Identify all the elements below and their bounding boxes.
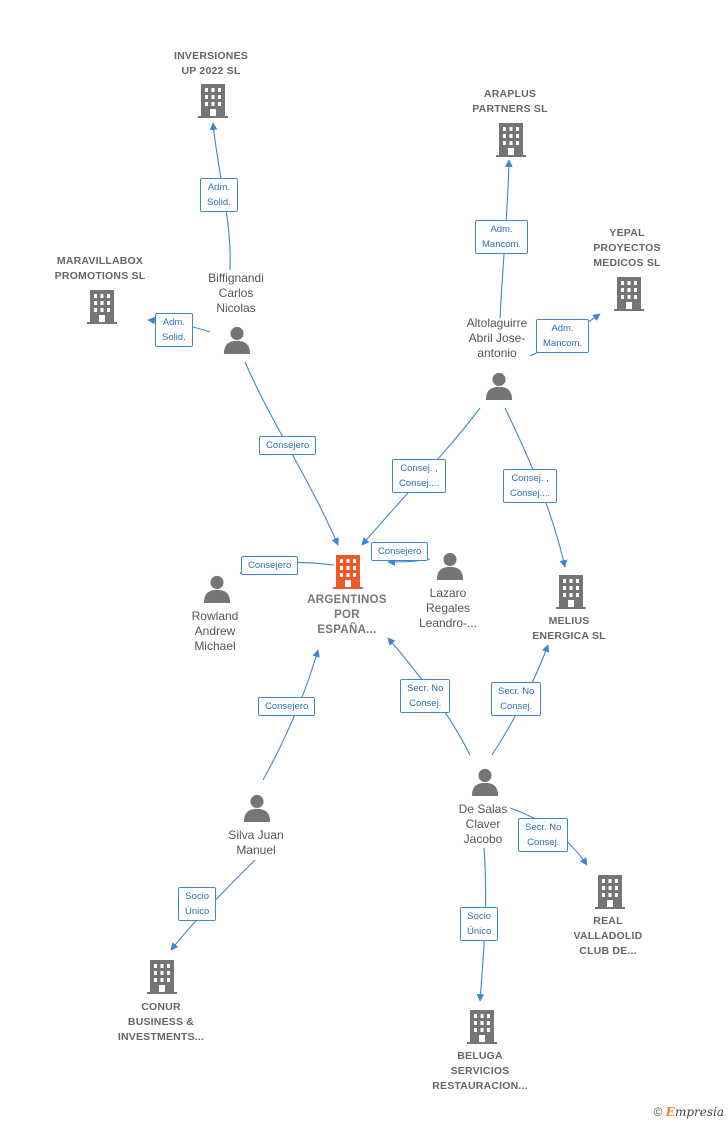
copyright-symbol: © [653, 1105, 663, 1119]
relation-label-silva-conur[interactable]: Socio Único [178, 887, 217, 921]
company-label-real[interactable]: REAL VALLADOLID CLUB DE... [573, 915, 643, 957]
company-label-maravilla[interactable]: MARAVILLABOX PROMOTIONS SL [54, 255, 146, 282]
person-label-silva[interactable]: Silva Juan Manuel [228, 828, 284, 857]
logo-text: mpresia [674, 1105, 724, 1119]
building-icon-real[interactable] [595, 875, 625, 909]
building-icon-beluga[interactable] [467, 1010, 497, 1044]
company-label-melius[interactable]: MELIUS ENERGICA SL [532, 615, 606, 642]
relation-label-altola-araplus[interactable]: Adm. Mancom. [475, 220, 529, 254]
company-label-beluga[interactable]: BELUGA SERVICIOS RESTAURACION... [432, 1050, 528, 1092]
relation-label-altola-yepal[interactable]: Adm. Mancom. [536, 319, 590, 353]
person-label-lazaro[interactable]: Lazaro Regales Leandro-... [418, 586, 478, 630]
person-label-biffi[interactable]: Biffignandi Carlos Nicolas [208, 271, 264, 315]
person-icon-silva[interactable] [243, 794, 271, 822]
building-icon-araplus[interactable] [496, 123, 526, 157]
person-icon-rowland[interactable] [203, 575, 231, 603]
relation-label-desalas-melius[interactable]: Secr. No Consej. [491, 682, 542, 716]
empresia-logo: © Empresia [654, 1105, 724, 1119]
company-label-araplus[interactable]: ARAPLUS PARTNERS SL [472, 88, 548, 115]
logo-initial: E [665, 1105, 675, 1119]
relation-label-altola-melius[interactable]: Consej. , Consej.... [503, 469, 558, 503]
building-icon-maravilla[interactable] [87, 290, 117, 324]
person-label-altola[interactable]: Altolaguirre Abril Jose- antonio [466, 316, 528, 360]
main-company-label[interactable]: ARGENTINOS POR ESPAÑA... [307, 594, 387, 636]
relation-label-biffi-main[interactable]: Consejero [259, 436, 317, 455]
person-icon-desalas[interactable] [471, 768, 499, 796]
person-icon-biffi[interactable] [223, 326, 251, 354]
building-icon-yepal[interactable] [614, 277, 644, 311]
building-icon-inversiones[interactable] [198, 84, 228, 118]
company-label-yepal[interactable]: YEPAL PROYECTOS MEDICOS SL [593, 227, 661, 269]
company-label-conur[interactable]: CONUR BUSINESS & INVESTMENTS... [117, 1001, 205, 1043]
relation-label-biffi-inversiones[interactable]: Adm. Solid. [200, 178, 238, 212]
company-label-inversiones[interactable]: INVERSIONES UP 2022 SL [174, 50, 248, 77]
person-label-desalas[interactable]: De Salas Claver Jacobo [458, 802, 508, 846]
relation-label-desalas-main[interactable]: Secr. No Consej. [400, 679, 451, 713]
person-icon-lazaro[interactable] [436, 552, 464, 580]
relation-label-biffi-maravilla[interactable]: Adm. Solid. [155, 313, 193, 347]
edge-silva-main [262, 649, 320, 781]
building-icon-melius[interactable] [556, 575, 586, 609]
relation-label-altola-main[interactable]: Consej. , Consej.... [392, 459, 447, 493]
relation-label-lazaro-main[interactable]: Consejero [371, 542, 429, 561]
person-icon-altola[interactable] [485, 372, 513, 400]
building-icon-conur[interactable] [147, 960, 177, 994]
relation-label-desalas-beluga[interactable]: Socio Único [460, 907, 499, 941]
relation-label-silva-main[interactable]: Consejero [258, 697, 316, 716]
relation-label-desalas-real[interactable]: Secr. No Consej. [518, 818, 569, 852]
main-company-icon[interactable] [333, 555, 363, 589]
person-label-rowland[interactable]: Rowland Andrew Michael [191, 609, 239, 653]
relation-label-rowland-main[interactable]: Consejero [241, 556, 299, 575]
